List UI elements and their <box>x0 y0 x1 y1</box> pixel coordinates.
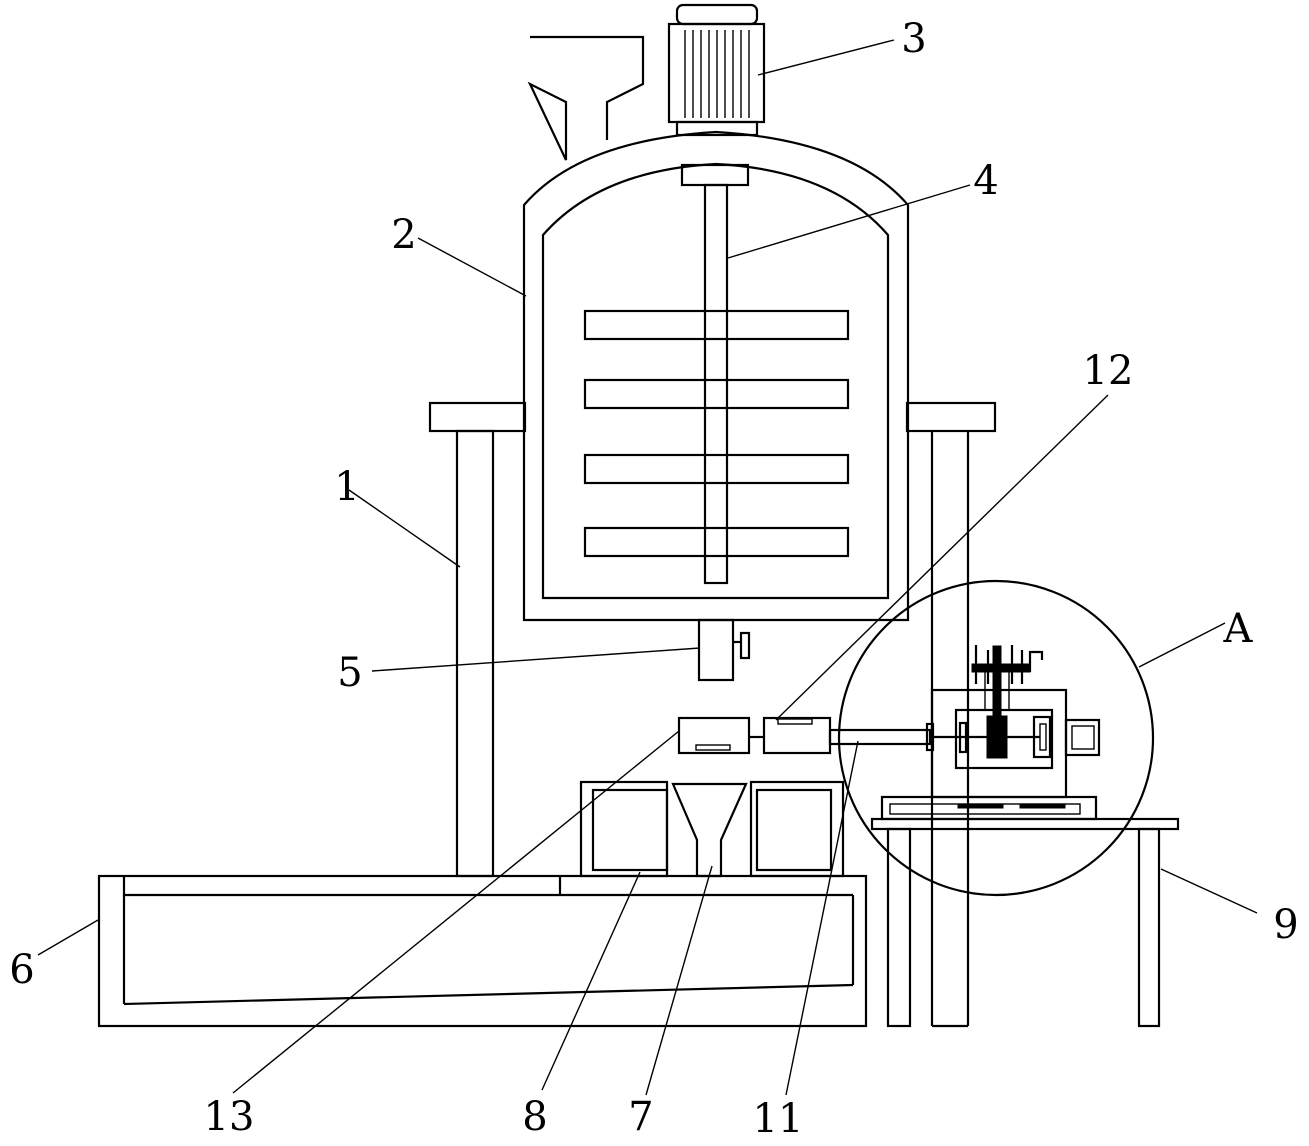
label-11: 11 <box>753 1096 804 1142</box>
motor <box>667 3 766 137</box>
label-a: A <box>1223 606 1254 652</box>
feed-hopper <box>527 35 645 161</box>
label-4: 4 <box>973 158 998 204</box>
label-5: 5 <box>337 650 362 696</box>
collection-containers <box>579 780 845 878</box>
drive-mechanism <box>925 645 1101 799</box>
label-1: 1 <box>334 464 359 510</box>
label-3: 3 <box>901 16 926 62</box>
stirring-shaft <box>583 163 850 585</box>
label-13: 13 <box>204 1094 255 1140</box>
sensor-assembly <box>677 716 932 755</box>
discharge-valve <box>697 618 751 682</box>
base-tank <box>97 874 868 1028</box>
label-12: 12 <box>1083 348 1134 394</box>
side-table <box>870 795 1180 1028</box>
label-7: 7 <box>628 1094 653 1140</box>
mixing-tank <box>522 130 910 622</box>
label-9: 9 <box>1273 902 1298 948</box>
leader-lines <box>37 39 1258 1096</box>
label-8: 8 <box>522 1094 547 1140</box>
label-2: 2 <box>391 212 416 258</box>
detail-circle-a <box>837 579 1155 897</box>
label-6: 6 <box>9 947 34 993</box>
